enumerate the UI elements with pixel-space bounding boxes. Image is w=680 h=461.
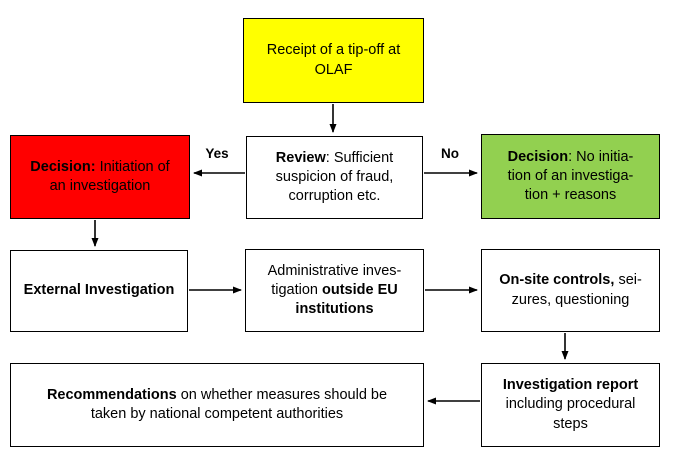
node-tipoff-text: Receipt of a tip-off at OLAF <box>261 39 407 81</box>
node-recommendations-text-segment: on whether measures should be taken by n… <box>90 386 388 422</box>
node-decision-yes-text-segment: Initiation of an investigation <box>49 158 170 194</box>
node-administrative: Administrative inves- tigation outside E… <box>245 249 424 332</box>
node-external: External Investigation <box>10 250 188 332</box>
node-report-text-segment: including procedural steps <box>505 396 636 432</box>
node-recommendations-text-bold: Recommendations <box>46 386 177 403</box>
node-onsite-text: On-site controls, sei- zures, questionin… <box>493 269 648 311</box>
node-external-text: External Investigation <box>18 279 181 302</box>
node-onsite: On-site controls, sei- zures, questionin… <box>481 249 660 332</box>
node-administrative-text-segment: Administrative inves- tigation <box>267 262 402 298</box>
node-decision-no-text: Decision: No initia- tion of an investig… <box>502 146 640 207</box>
node-decision-no-text-bold: Decision <box>507 148 569 165</box>
node-review-text-bold: Review <box>275 149 326 166</box>
node-external-text-bold: External Investigation <box>23 282 175 299</box>
node-decision-no: Decision: No initia- tion of an investig… <box>481 134 660 219</box>
node-onsite-text-bold: On-site controls, <box>499 272 619 289</box>
node-administrative-text: Administrative inves- tigation outside E… <box>262 260 408 321</box>
edge-label-no: No <box>441 146 459 161</box>
node-report: Investigation report including procedura… <box>481 363 660 447</box>
node-review-text-segment: : Sufficient suspicion of fraud, corrupt… <box>275 149 394 205</box>
node-administrative-text-bold: outside EU institutions <box>295 281 398 318</box>
node-decision-yes-text-bold: Decision: <box>30 158 96 175</box>
node-report-text: Investigation report including procedura… <box>497 374 644 435</box>
node-review: Review: Sufficient suspicion of fraud, c… <box>246 136 423 219</box>
node-review-text: Review: Sufficient suspicion of fraud, c… <box>270 147 400 208</box>
node-decision-no-text-segment: : No initia- tion of an investiga- tion … <box>507 148 634 204</box>
node-tipoff-text-segment: Receipt of a tip-off at OLAF <box>266 42 401 78</box>
node-recommendations-text: Recommendations on whether measures shou… <box>41 384 393 426</box>
node-decision-yes: Decision: Initiation of an investigation <box>10 135 190 219</box>
node-tipoff: Receipt of a tip-off at OLAF <box>243 18 424 103</box>
node-report-text-bold: Investigation report <box>502 377 639 394</box>
node-recommendations: Recommendations on whether measures shou… <box>10 363 424 447</box>
edge-label-yes: Yes <box>205 146 229 161</box>
node-onsite-text-segment: sei- zures, questioning <box>511 272 642 308</box>
node-decision-yes-text: Decision: Initiation of an investigation <box>24 156 175 198</box>
